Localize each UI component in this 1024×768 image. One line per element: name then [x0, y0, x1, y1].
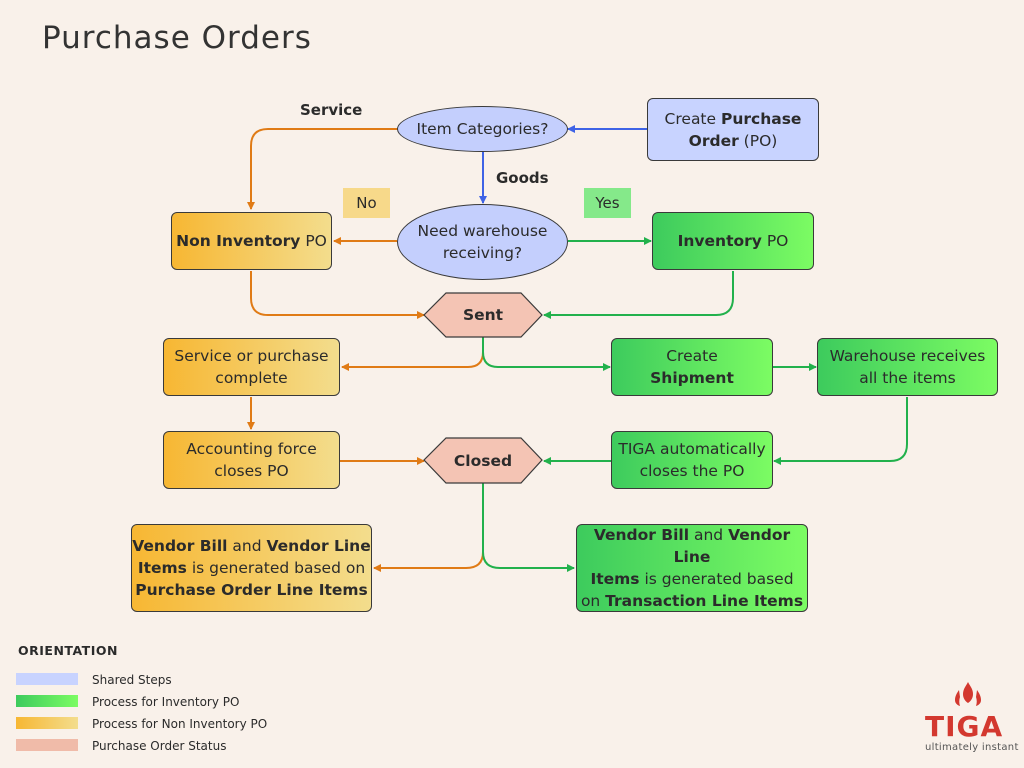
- legend-swatch-non-inventory: [16, 717, 78, 729]
- edge-noninv-to-sent: [250, 271, 425, 319]
- node-vendor-bill-po-lines: Vendor Bill and Vendor Line Items is gen…: [131, 524, 372, 612]
- legend-label-status: Purchase Order Status: [92, 739, 227, 753]
- legend-item-inventory: [16, 694, 78, 708]
- status-closed-shape: [423, 437, 543, 484]
- legend-item-status: [16, 738, 78, 752]
- edge-categories-service: [247, 128, 398, 210]
- legend-title: ORIENTATION: [18, 643, 118, 658]
- tiga-logo-text: TIGA: [925, 710, 1004, 743]
- status-sent-shape: [423, 292, 543, 338]
- edge-closed-to-vendor-bill-txn: [482, 483, 575, 572]
- edge-closed-to-vendor-bill-po: [373, 483, 484, 572]
- legend-swatch-shared: [16, 673, 78, 685]
- legend-swatch-status: [16, 739, 78, 751]
- legend-item-non-inventory: [16, 716, 78, 730]
- edge-sent-to-service-complete: [341, 337, 484, 371]
- legend-label-non-inventory: Process for Non Inventory PO: [92, 717, 268, 731]
- edge-inventory-to-sent: [543, 271, 734, 319]
- node-non-inventory-po: Non Inventory PO: [171, 212, 332, 270]
- tag-yes: Yes: [584, 188, 631, 218]
- node-vendor-bill-txn-lines: Vendor Bill and Vendor Line Items is gen…: [576, 524, 808, 612]
- tiga-logo-tagline: ultimately instant: [925, 742, 1019, 753]
- status-closed: Closed: [453, 451, 513, 470]
- legend-label-inventory: Process for Inventory PO: [92, 695, 240, 709]
- legend-item-shared: [16, 672, 78, 686]
- legend-swatch-inventory: [16, 695, 78, 707]
- node-item-categories: Item Categories?: [397, 106, 568, 152]
- tag-no: No: [343, 188, 390, 218]
- tiga-logo-icon: [955, 682, 981, 706]
- status-sent: Sent: [462, 306, 504, 324]
- legend-label-shared: Shared Steps: [92, 673, 172, 687]
- edge-sent-to-shipment: [482, 337, 611, 371]
- page-title: Purchase Orders: [42, 20, 312, 56]
- label-goods: Goods: [496, 169, 549, 187]
- node-inventory-po: Inventory PO: [652, 212, 814, 270]
- label-service: Service: [300, 101, 363, 119]
- edge-warehouse-to-tiga: [773, 397, 908, 465]
